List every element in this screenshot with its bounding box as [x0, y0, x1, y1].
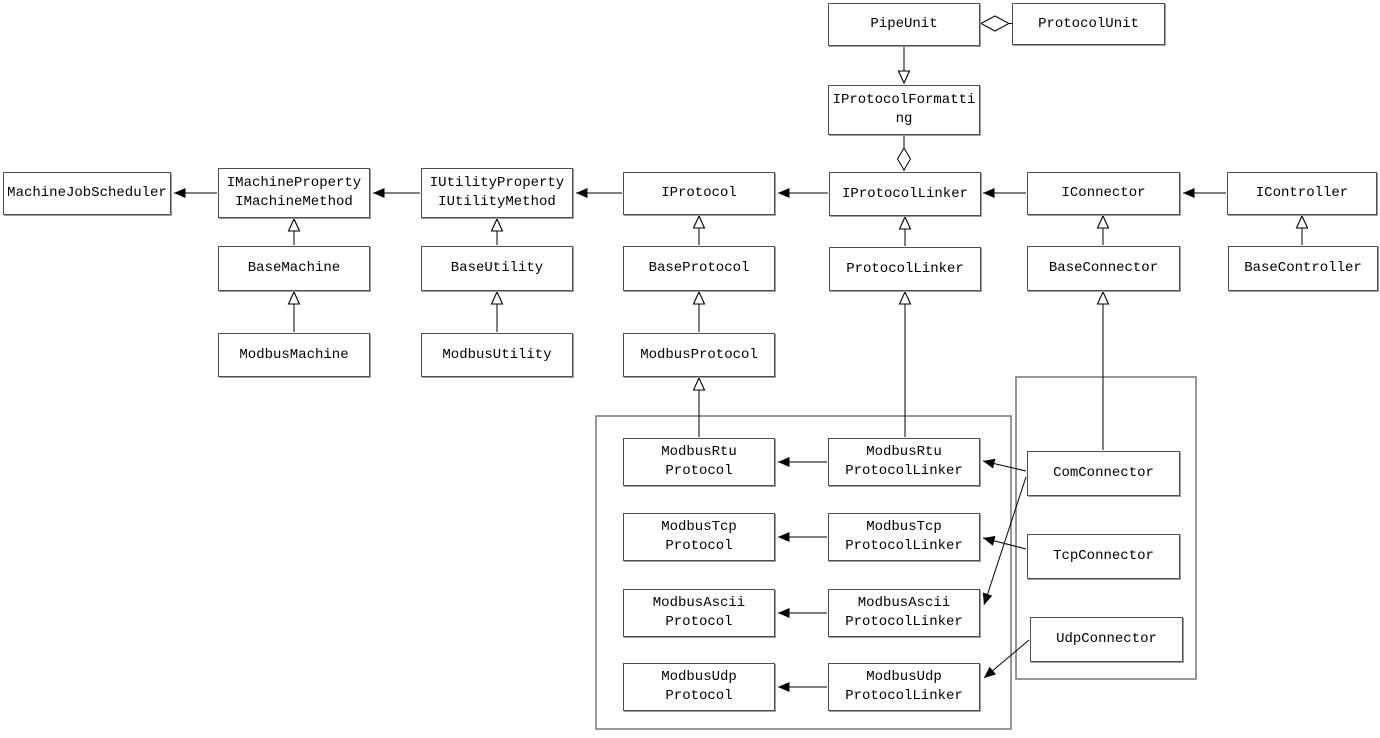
- node-modbus-utility: ModbusUtility: [421, 333, 573, 377]
- node-modbus-machine: ModbusMachine: [218, 333, 370, 377]
- aggregation-diamond-icon: [979, 15, 1011, 32]
- node-protocol-linker: ProtocolLinker: [829, 247, 981, 291]
- node-modbus-tcp-protocol: ModbusTcp Protocol: [623, 513, 775, 561]
- node-iconnector: IConnector: [1027, 172, 1180, 215]
- node-modbus-tcp-protocol-linker: ModbusTcp ProtocolLinker: [828, 513, 980, 561]
- node-base-controller: BaseController: [1228, 246, 1378, 291]
- node-iprotocol: IProtocol: [623, 172, 775, 215]
- node-modbus-ascii-protocol-linker: ModbusAscii ProtocolLinker: [828, 589, 980, 637]
- node-modbus-udp-protocol-linker: ModbusUdp ProtocolLinker: [828, 663, 980, 711]
- node-iutility-property: IUtilityProperty IUtilityMethod: [421, 168, 573, 218]
- edge-comconnector-to-asciilinker: [982, 476, 1027, 606]
- node-protocol-unit: ProtocolUnit: [1012, 3, 1165, 45]
- node-modbus-ascii-protocol: ModbusAscii Protocol: [623, 589, 775, 637]
- node-base-protocol: BaseProtocol: [623, 246, 775, 291]
- node-com-connector: ComConnector: [1027, 451, 1180, 496]
- edge-tcpconnector-to-tcplinker: [982, 536, 1027, 550]
- node-udp-connector: UdpConnector: [1030, 617, 1183, 662]
- node-base-utility: BaseUtility: [421, 246, 573, 291]
- aggregation-diamond-icon: [896, 147, 912, 171]
- node-imachine-property: IMachineProperty IMachineMethod: [218, 168, 370, 218]
- node-modbus-rtu-protocol-linker: ModbusRtu ProtocolLinker: [828, 438, 980, 486]
- node-iprotocol-formatting: IProtocolFormatti ng: [828, 85, 980, 135]
- node-iprotocol-linker: IProtocolLinker: [829, 172, 981, 216]
- node-modbus-udp-protocol: ModbusUdp Protocol: [623, 663, 775, 711]
- node-tcp-connector: TcpConnector: [1027, 534, 1180, 579]
- edge-comconnector-to-rtulinker: [982, 458, 1027, 472]
- node-modbus-protocol: ModbusProtocol: [623, 333, 775, 377]
- modbus-protocol-group-box: [595, 415, 1012, 730]
- edge-udpconnector-to-udplinker: [983, 639, 1030, 679]
- node-base-connector: BaseConnector: [1027, 246, 1180, 291]
- node-modbus-rtu-protocol: ModbusRtu Protocol: [623, 438, 775, 486]
- node-pipe-unit: PipeUnit: [828, 3, 980, 46]
- node-machine-job-scheduler: MachineJobScheduler: [3, 172, 171, 215]
- connector-group-box: [1015, 376, 1197, 680]
- node-base-machine: BaseMachine: [218, 246, 370, 291]
- node-icontroller: IController: [1227, 172, 1377, 215]
